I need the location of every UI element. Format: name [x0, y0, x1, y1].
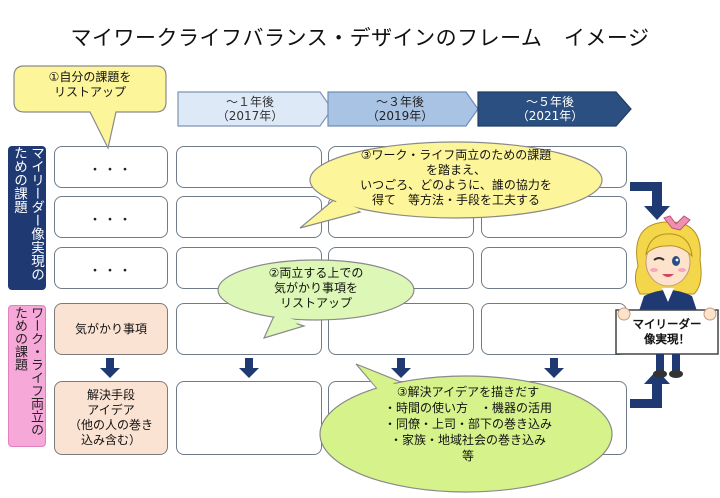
grid-cell: [176, 381, 322, 455]
solution-line-1: 解決手段: [86, 388, 135, 402]
solution-label: 解決手段 アイデア （他の人の巻き 込み含む）: [54, 381, 168, 455]
callout-concerns-shape: [217, 259, 415, 339]
goal-sign-line-2: 像実現！: [644, 332, 690, 346]
leader-character-illustration: [615, 215, 719, 378]
goal-sign-line-1: マイリーダー: [632, 317, 702, 331]
leader-item-3: ・・・: [54, 247, 168, 289]
header-1yr-period: ～１年後: [225, 95, 274, 109]
header-arrow-1yr: [177, 91, 333, 127]
callout-concerns-line-1: ②両立する上での: [268, 266, 364, 280]
callout-solutions-line-1: ③解決アイデアを描きだす: [396, 385, 540, 399]
grid-cell: [481, 303, 627, 355]
callout-solutions-line-4: ・家族・地域社会の巻き込み: [389, 433, 546, 447]
callout-methods-line-1: ③ワーク・ライフ両立のための課題: [360, 148, 552, 162]
callout-concerns: ②両立する上での 気がかり事項を リストアップ: [224, 266, 408, 311]
callout-methods-line-4: 得て 等方法・手段を工夫する: [371, 193, 540, 207]
header-arrow-5yr: [477, 91, 632, 127]
concern-label: 気がかり事項: [54, 303, 168, 355]
leader-item-1: ・・・: [54, 146, 168, 188]
solution-line-2: アイデア: [87, 403, 135, 417]
callout-list-issues-line-1: ①自分の課題を: [48, 70, 132, 84]
elbow-down-arrow-icon: [630, 182, 670, 220]
callout-concerns-line-2: 気がかり事項を: [273, 281, 358, 295]
timeline-header-arrows: [177, 91, 632, 127]
solution-line-4: 込み含む）: [80, 433, 141, 447]
goal-sign: マイリーダー 像実現！: [618, 314, 716, 350]
down-arrow-icon: [100, 358, 120, 378]
down-arrow-icon: [544, 358, 564, 378]
leader-item-2: ・・・: [54, 196, 168, 238]
callout-concerns-line-3: リストアップ: [279, 296, 352, 310]
callout-methods-line-3: いつごろ、どのように、誰の協力を: [360, 178, 552, 192]
callout-list-issues-shape: [13, 65, 167, 150]
goal-sign-board: [615, 309, 719, 355]
callout-solutions: ③解決アイデアを描きだす ・時間の使い方 ・機器の活用 ・同僚・上司・部下の巻き…: [336, 384, 600, 464]
category-worklife: ワーク・ライフ両立のための課題: [8, 305, 46, 447]
callout-solutions-line-2: ・時間の使い方 ・機器の活用: [383, 401, 552, 415]
callout-solutions-line-3: ・同僚・上司・部下の巻き込み: [383, 417, 552, 431]
callout-solutions-shape: [319, 363, 613, 493]
header-3yr-year: （2019年）: [366, 109, 434, 123]
header-3yr-period: ～３年後: [375, 95, 424, 109]
callout-methods-shape: [299, 141, 603, 229]
down-arrow-icon: [239, 358, 259, 378]
header-1yr-year: （2017年）: [216, 109, 284, 123]
down-arrow-icon: [391, 358, 411, 378]
header-5yr-period: ～５年後: [525, 95, 574, 109]
grid-cell: [176, 196, 322, 238]
header-5yr-year: （2021年）: [516, 109, 584, 123]
callout-methods: ③ワーク・ライフ両立のための課題 を踏まえ、 いつごろ、どのように、誰の協力を …: [316, 148, 596, 208]
category-leader: マイリーダー像実現のための課題: [8, 146, 46, 290]
page-title: マイワークライフバランス・デザインのフレーム イメージ: [70, 26, 650, 50]
header-1yr: ～１年後 （2017年）: [180, 92, 320, 126]
down-arrows: [100, 358, 564, 378]
header-5yr: ～５年後 （2021年）: [480, 92, 620, 126]
header-arrow-3yr: [327, 91, 479, 127]
grid-cell: [176, 146, 322, 188]
elbow-up-arrow-icon: [630, 370, 670, 408]
header-3yr: ～３年後 （2019年）: [330, 92, 470, 126]
solution-line-3: （他の人の巻き: [68, 418, 153, 432]
callout-list-issues-line-2: リストアップ: [53, 85, 126, 99]
callout-list-issues: ①自分の課題を リストアップ: [14, 70, 166, 100]
elbow-arrows: [630, 182, 670, 408]
grid-cell: [481, 247, 627, 289]
callout-solutions-line-5: 等: [461, 449, 474, 463]
callout-methods-line-2: を踏まえ、: [425, 163, 486, 177]
